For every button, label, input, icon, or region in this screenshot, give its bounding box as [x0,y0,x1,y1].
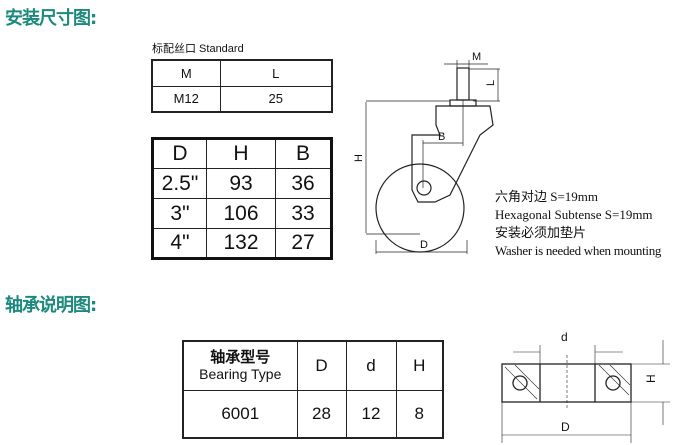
header-h: H [395,340,444,391]
header-d-outer: D [296,340,347,391]
header-d-inner: d [345,340,397,391]
bearing-drawing: d H D [501,330,670,443]
note-washer-cn: 安装必须加垫片 [495,225,587,240]
note-hex-en: Hexagonal Subtense S=19mm [495,207,653,222]
thread-table-caption: 标配丝口 Standard [152,43,244,55]
caster-drawing: M L B H D [353,51,500,254]
cell: 36 [275,168,332,199]
cell: 8 [395,389,444,439]
cell: 132 [206,228,276,259]
header-type-cn: 轴承型号 [210,348,271,366]
cell-m: M12 [151,85,221,113]
cell: 6001 [182,389,298,439]
cell: 2.5" [152,168,207,199]
label-d: D [420,239,428,251]
label-h: H [353,154,365,162]
header-m: M [151,59,221,87]
cell: 12 [345,389,397,439]
header-h: H [206,138,276,169]
header-b: B [275,138,332,169]
cell: 28 [296,389,347,439]
bearing-section-title: 轴承说明图: [5,295,97,316]
label-d-inner: d [561,330,568,344]
header-l: L [219,59,333,87]
label-m: M [472,51,481,63]
label-l: L [485,80,497,86]
label-h: H [644,374,658,383]
label-b: B [438,131,445,143]
header-type-en: Bearing Type [199,365,282,382]
cell: 106 [206,198,276,229]
cell: 93 [206,168,276,199]
label-d-outer: D [561,420,570,434]
cell: 33 [275,198,332,229]
cell: 3" [152,198,207,229]
header-d: D [152,138,207,169]
install-section-title: 安装尺寸图: [5,8,97,29]
note-washer-en: Washer is needed when mounting [495,243,662,258]
cell: 4" [152,228,207,259]
cell: 27 [275,228,332,259]
note-hex-cn: 六角对边 S=19mm [495,189,599,204]
cell-l: 25 [219,85,333,113]
